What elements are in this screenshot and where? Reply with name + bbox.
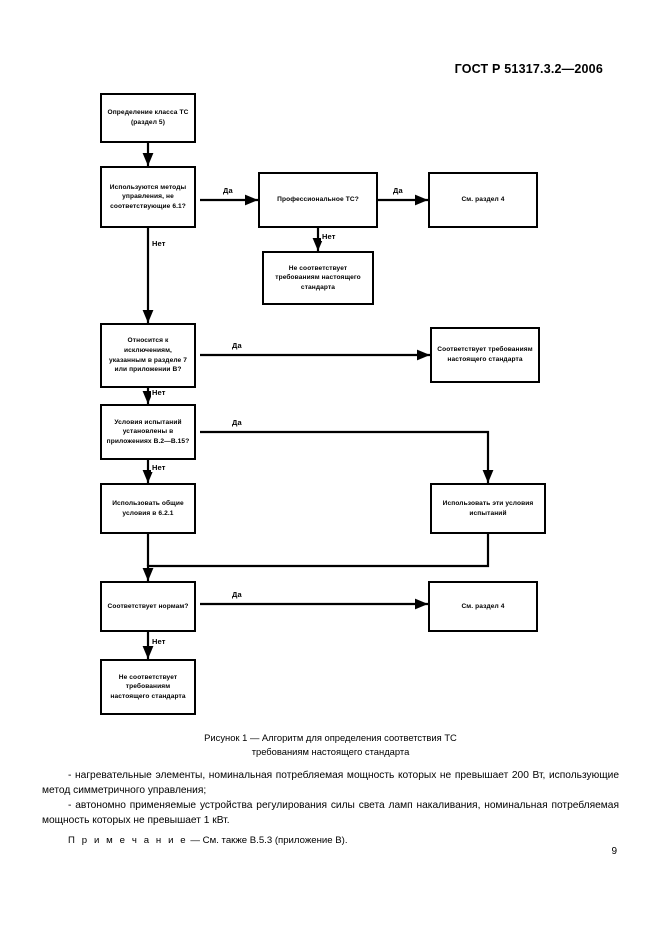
- note-block: П р и м е ч а н и е — См. также В.5.3 (п…: [42, 834, 619, 848]
- note-paragraph: П р и м е ч а н и е — См. также В.5.3 (п…: [42, 834, 619, 848]
- flowchart-figure: Определение класса ТС (раздел 5) Использ…: [100, 93, 546, 715]
- note-text: — См. также В.5.3 (приложение В).: [187, 835, 348, 846]
- edge-label-no-3: Нет: [151, 388, 167, 397]
- figure-caption-line-2: требованиям настоящего стандарта: [251, 746, 410, 758]
- flow-node-see-section-4-bottom: См. раздел 4: [428, 581, 538, 632]
- edge-label-yes-3: Да: [231, 341, 243, 350]
- flow-node-use-these-conditions: Использовать эти условия испытаний: [430, 483, 546, 534]
- body-bullet-2: - автономно применяемые устройства регул…: [42, 799, 619, 826]
- body-bullet-1: - нагревательные элементы, номинальная п…: [42, 770, 619, 796]
- edge-label-yes-2: Да: [392, 186, 404, 195]
- figure-caption: Рисунок 1 — Алгоритм для определения соо…: [0, 731, 661, 759]
- edge-label-no-2: Нет: [321, 232, 337, 241]
- flow-node-see-section-4-top: См. раздел 4: [428, 172, 538, 228]
- standard-header: ГОСТ Р 51317.3.2—2006: [454, 62, 603, 76]
- flow-node-not-conform-top: Не соответствует требованиям настоящего …: [262, 251, 374, 305]
- note-label: П р и м е ч а н и е: [68, 835, 188, 846]
- flow-node-control-methods: Используются методы управления, не соотв…: [100, 166, 196, 228]
- flow-node-exceptions: Относится к исключениям, указанным в раз…: [100, 323, 196, 388]
- edge-label-yes-1: Да: [222, 186, 234, 195]
- edge-label-yes-5: Да: [231, 590, 243, 599]
- flow-node-meets-limits: Соответствует нормам?: [100, 581, 196, 632]
- edge-label-no-5: Нет: [151, 637, 167, 646]
- figure-caption-line-1: Рисунок 1 — Алгоритм для определения соо…: [204, 732, 457, 743]
- flowchart-connectors: [142, 143, 494, 659]
- flow-node-use-general-conditions: Использовать общие условия в 6.2.1: [100, 483, 196, 534]
- flow-node-conforms: Соответствует требованиям настоящего ста…: [430, 327, 540, 383]
- edge-label-yes-4: Да: [231, 418, 243, 427]
- flow-node-professional-equipment: Профессиональное ТС?: [258, 172, 378, 228]
- body-text: - нагревательные элементы, номинальная п…: [42, 769, 619, 829]
- page-number: 9: [611, 846, 617, 857]
- flow-node-test-conditions-annex: Условия испытаний установлены в приложен…: [100, 404, 196, 460]
- flow-node-not-conform-bottom: Не соответствует требованиям настоящего …: [100, 659, 196, 715]
- edge-label-no-4: Нет: [151, 463, 167, 472]
- flow-node-define-class: Определение класса ТС (раздел 5): [100, 93, 196, 143]
- edge-label-no-1: Нет: [151, 239, 167, 248]
